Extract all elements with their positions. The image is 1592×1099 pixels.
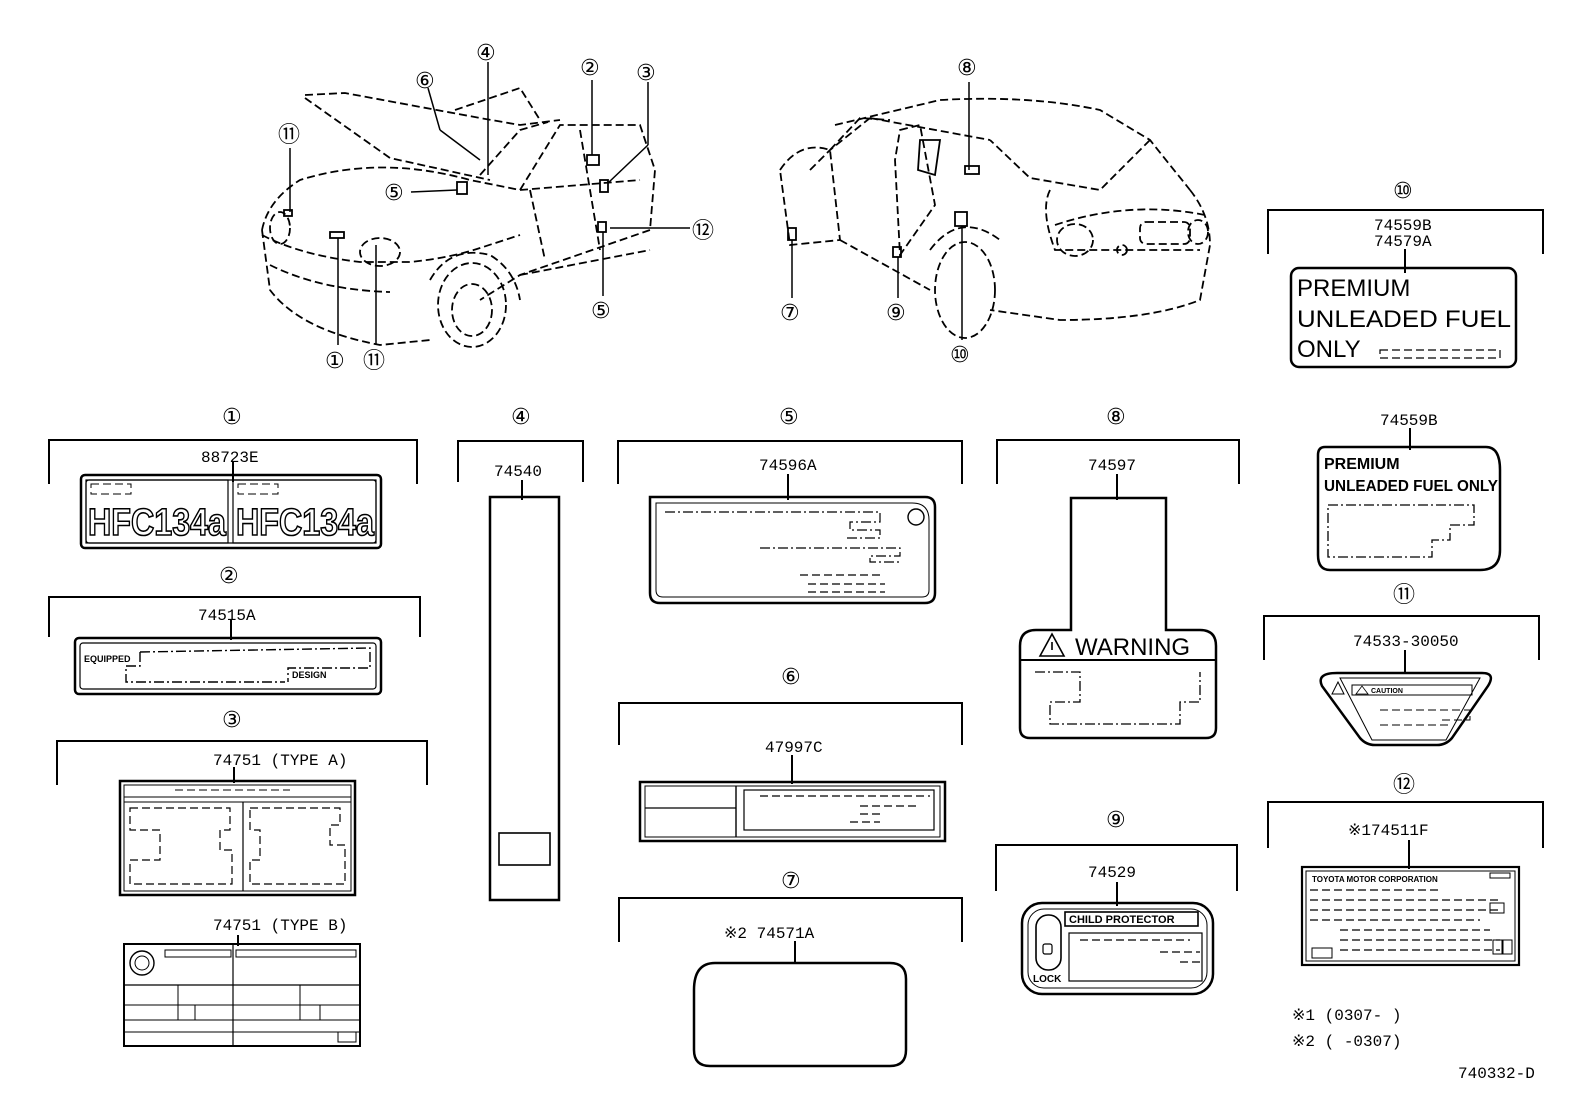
toyota-header-text: TOYOTA MOTOR CORPORATION (1312, 875, 1438, 884)
label-47997c (638, 780, 947, 843)
part-number-6: 47997C (765, 739, 823, 757)
callout-8: ⑧ (957, 56, 977, 81)
panel-callout-9: ⑨ (1106, 808, 1126, 833)
label-74529-child-protector (1020, 901, 1215, 996)
part-number-8: 74597 (1088, 457, 1136, 475)
premium-small-line-1: PREMIUM (1324, 456, 1400, 473)
label-74596a (648, 495, 937, 605)
part-number-3b: 74751 (TYPE B) (213, 917, 347, 935)
design-text: DESIGN (292, 670, 327, 680)
panel-callout-6: ⑥ (781, 665, 801, 690)
callout-7: ⑦ (780, 301, 800, 326)
diagram-reference: 740332-D (1458, 1065, 1535, 1083)
panel-brackets (48, 209, 1544, 963)
note-2: ※2 ( -0307) (1292, 1033, 1401, 1051)
label-74597-warning (1018, 496, 1218, 740)
callout-11-top: ⑪ (278, 123, 300, 148)
label-74515a (73, 636, 383, 696)
callout-5-hood: ⑤ (384, 181, 404, 206)
part-number-10a: 74559B (1374, 217, 1432, 235)
part-number-5: 74596A (759, 457, 817, 475)
callout-4: ④ (476, 41, 496, 66)
panel-callout-8: ⑧ (1106, 405, 1126, 430)
panel-callout-10: ⑩ (1393, 179, 1413, 204)
callout-1: ① (325, 349, 345, 374)
premium-line-2: UNLEADED FUEL (1297, 306, 1511, 333)
panel-callout-4: ④ (511, 405, 531, 430)
part-number-2: 74515A (198, 607, 256, 625)
panel-callout-12: ⑫ (1393, 773, 1415, 798)
hfc134a-text-left: HFC134a (88, 502, 227, 544)
callout-12: ⑫ (692, 219, 714, 244)
callout-6: ⑥ (415, 69, 435, 94)
callout-10: ⑩ (950, 343, 970, 368)
note-1: ※1 (0307- ) (1292, 1007, 1401, 1025)
panel-callout-1: ① (222, 405, 242, 430)
label-hfc134a (79, 473, 383, 550)
label-74559b-74579a (1289, 266, 1518, 369)
premium-line-1: PREMIUM (1297, 275, 1410, 302)
equipped-text: EQUIPPED (84, 654, 131, 664)
panel-callout-7: ⑦ (781, 869, 801, 894)
child-protector-text: CHILD PROTECTOR (1069, 914, 1175, 926)
callout-2: ② (580, 56, 600, 81)
panel-callout-3: ③ (222, 708, 242, 733)
part-number-12: ※174511F (1348, 822, 1429, 840)
rear-car-illustration (779, 97, 1211, 339)
caution-text: CAUTION (1371, 688, 1403, 695)
lock-text: LOCK (1033, 974, 1062, 985)
panel-callout-5: ⑤ (779, 405, 799, 430)
label-74559b-small (1316, 445, 1502, 572)
part-number-1: 88723E (201, 449, 259, 467)
label-74540 (488, 495, 561, 902)
front-car-illustration (261, 86, 656, 348)
label-74751-type-a (118, 779, 357, 897)
label-74751-type-b (123, 943, 361, 1047)
callout-9: ⑨ (886, 301, 906, 326)
premium-line-3: ONLY (1297, 336, 1361, 363)
part-number-11: 74533-30050 (1353, 633, 1459, 651)
callout-3: ③ (636, 61, 656, 86)
callout-5-door: ⑤ (591, 299, 611, 324)
part-number-10b: 74579A (1374, 233, 1432, 251)
label-174511f (1300, 865, 1521, 967)
panel-callout-11: ⑪ (1393, 583, 1415, 608)
part-number-3a: 74751 (TYPE A) (213, 752, 347, 770)
part-number-10c: 74559B (1380, 412, 1438, 430)
label-74533-30050-caution (1319, 671, 1493, 747)
part-number-4: 74540 (494, 463, 542, 481)
panel-callout-2: ② (219, 564, 239, 589)
rear-car-leaders (791, 82, 970, 340)
callout-11-bottom: ⑪ (363, 349, 385, 374)
part-number-7: ※2 74571A (724, 925, 815, 943)
label-74571a (692, 961, 908, 1068)
warning-text: WARNING (1075, 634, 1190, 661)
front-car-leaders (289, 62, 690, 345)
part-number-9: 74529 (1088, 864, 1136, 882)
premium-small-line-2: UNLEADED FUEL ONLY (1324, 478, 1498, 495)
hfc134a-text-right: HFC134a (236, 502, 375, 544)
